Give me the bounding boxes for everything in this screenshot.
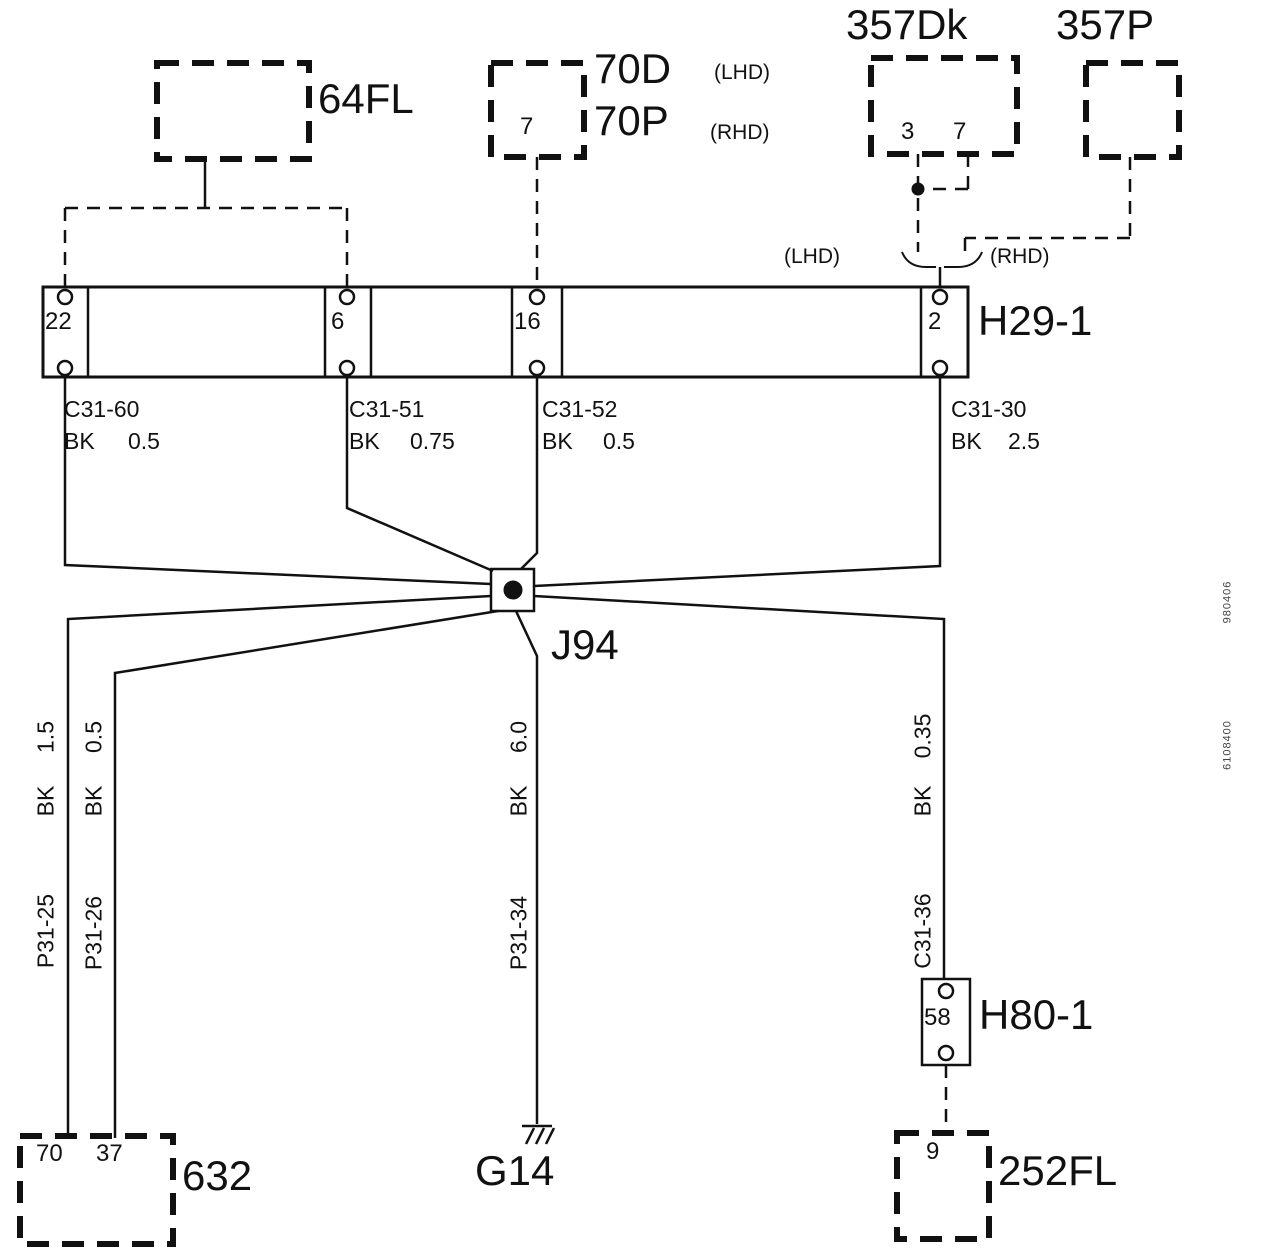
h29-pin2-bottom-terminal (931, 359, 949, 377)
wire-p31-26 (113, 609, 499, 1138)
connector-box-70 (488, 60, 587, 160)
connector-box-252fl (894, 1130, 992, 1242)
wire-label-c31-30: C31-30 (951, 396, 1027, 422)
pin-h29-22: 22 (45, 308, 72, 335)
label-rhd-mid: (RHD) (990, 245, 1050, 268)
wire-label-c31-60: C31-60 (64, 396, 140, 422)
wire-p31-25 (66, 594, 492, 1138)
wire-label-c31-36-gauge: 0.35 (909, 713, 936, 759)
label-632: 632 (182, 1152, 253, 1199)
wire-label-p31-26: P31-26 (80, 895, 107, 971)
pin-h80-58: 58 (924, 1004, 951, 1031)
label-252fl: 252FL (998, 1147, 1118, 1194)
wire-p31-34 (514, 610, 539, 1124)
label-h29-1: H29-1 (978, 297, 1093, 344)
label-64fl: 64FL (318, 75, 414, 122)
wire-label-p31-25-color: BK (32, 785, 59, 817)
pin-70-7: 7 (520, 113, 534, 140)
wire-label-p31-34-color: BK (505, 785, 532, 817)
connector-h29-body (41, 285, 970, 379)
wire-label-c31-51: C31-51 (349, 396, 425, 422)
h29-pin22-top-terminal (56, 288, 74, 306)
wire-label-c31-51-color: BK (349, 428, 380, 454)
wire-label-c31-36-color: BK (909, 785, 936, 817)
side-code-top: 980406 (1221, 580, 1234, 624)
pin-632-70: 70 (36, 1140, 63, 1167)
wire-label-c31-36: C31-36 (909, 893, 936, 969)
wire-label-c31-52-gauge: 0.5 (603, 428, 635, 454)
h80-top-terminal (937, 982, 955, 1000)
side-code-bottom: 6108400 (1221, 720, 1234, 770)
pin-357dk-3: 3 (901, 118, 915, 145)
wire-label-p31-34-gauge: 6.0 (505, 721, 532, 753)
connector-box-632 (17, 1133, 176, 1247)
label-357dk: 357Dk (846, 1, 968, 48)
label-lhd-mid: (LHD) (784, 245, 840, 268)
h29-pin2-top-terminal (931, 288, 949, 306)
connector-box-357dk (868, 55, 1020, 157)
wire-c31-51 (345, 375, 494, 573)
ground-hash-1 (524, 1127, 536, 1145)
pin-h29-2: 2 (928, 308, 942, 335)
wire-label-p31-26-color: BK (80, 785, 107, 817)
wire-label-c31-51-gauge: 0.75 (410, 428, 455, 454)
label-h80-1: H80-1 (979, 991, 1094, 1038)
pin-357dk-7: 7 (953, 118, 967, 145)
wire-c31-52 (520, 375, 539, 570)
h29-pin16-bottom-terminal (528, 359, 546, 377)
connector-box-357p (1083, 60, 1182, 160)
h80-bottom-terminal (937, 1044, 955, 1062)
connector-box-64fl (154, 60, 312, 162)
wire-label-c31-60-gauge: 0.5 (128, 428, 160, 454)
wire-label-c31-52: C31-52 (542, 396, 618, 422)
wire-c31-36 (533, 594, 946, 979)
h29-pin6-bottom-terminal (338, 359, 356, 377)
wire-c31-60 (63, 375, 492, 586)
label-70p: 70P (594, 97, 669, 144)
wire-label-c31-30-color: BK (951, 428, 982, 454)
pin-252fl-9: 9 (926, 1138, 940, 1165)
wire-label-p31-25: P31-25 (32, 893, 59, 969)
label-70d: 70D (594, 45, 672, 92)
pin-h29-6: 6 (331, 308, 345, 335)
h29-pin16-top-terminal (528, 288, 546, 306)
h29-pin22-bottom-terminal (56, 359, 74, 377)
splice-j94-box (489, 567, 536, 613)
label-357p: 357P (1056, 1, 1155, 48)
ground-hash-3 (544, 1127, 556, 1145)
label-lhd-top: (LHD) (714, 61, 770, 84)
pin-632-37: 37 (96, 1140, 123, 1167)
splice-j94-dot (503, 580, 523, 600)
splice-dot-357dk (911, 182, 925, 196)
wire-label-p31-25-gauge: 1.5 (32, 721, 59, 753)
ground-hash-2 (534, 1127, 546, 1145)
h29-pin6-top-terminal (338, 288, 356, 306)
wire-label-c31-52-color: BK (542, 428, 573, 454)
label-j94: J94 (551, 621, 619, 668)
wire-label-p31-34: P31-34 (505, 895, 532, 971)
pin-h29-16: 16 (514, 308, 541, 335)
merge-bracket-right (944, 251, 983, 268)
wire-label-c31-30-gauge: 2.5 (1008, 428, 1040, 454)
wire-label-c31-60-color: BK (64, 428, 95, 454)
wire-label-p31-26-gauge: 0.5 (80, 721, 107, 753)
label-rhd-top: (RHD) (710, 121, 770, 144)
merge-bracket-left (901, 251, 936, 268)
wire-c31-30 (533, 375, 942, 588)
label-g14: G14 (475, 1147, 555, 1194)
